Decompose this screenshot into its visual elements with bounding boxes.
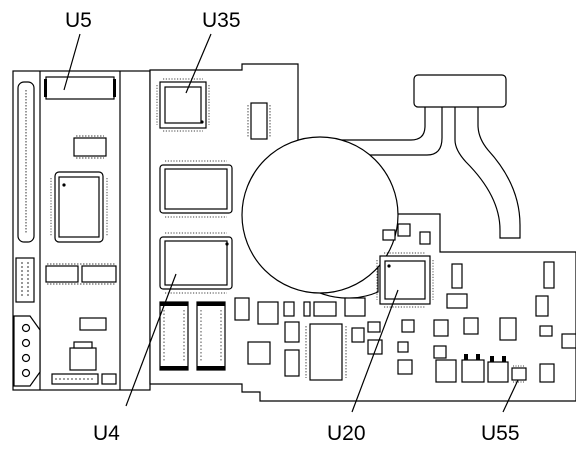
left-qfp-chip [54, 171, 104, 243]
chip-row-b [81, 265, 117, 283]
u20-label: U20 [327, 422, 366, 445]
u4-label: U4 [93, 422, 120, 445]
small-part [79, 317, 107, 331]
flex-cable [299, 74, 521, 239]
u35-leader [185, 33, 212, 94]
upper-large-chip [159, 160, 233, 218]
mounting-bracket [13, 315, 41, 387]
chip-row-a [45, 265, 79, 283]
left-board [12, 70, 151, 391]
memory-module-left [159, 301, 189, 371]
flex-cable-connector [413, 74, 507, 108]
u5-label: U5 [65, 9, 92, 32]
u4-leader [125, 273, 177, 407]
memory-module-right [196, 301, 226, 371]
u5-chip [45, 76, 115, 100]
pin-header [15, 257, 35, 303]
soic-chip [250, 102, 268, 140]
u55-leader [502, 379, 519, 413]
u55-chip [511, 365, 527, 383]
u35-chip [156, 78, 210, 132]
u35-label: U35 [202, 9, 241, 32]
leader-lines [63, 33, 519, 413]
small-chip [73, 137, 107, 157]
u55-label: U55 [481, 422, 520, 445]
u5-leader [63, 33, 81, 91]
mid-soic-chip [305, 323, 347, 381]
u20-chip [376, 252, 434, 308]
u20-leader [351, 289, 399, 413]
regulator [69, 347, 97, 371]
main-board [149, 63, 576, 402]
board-cutout [241, 136, 399, 294]
u4-chip [159, 232, 233, 294]
